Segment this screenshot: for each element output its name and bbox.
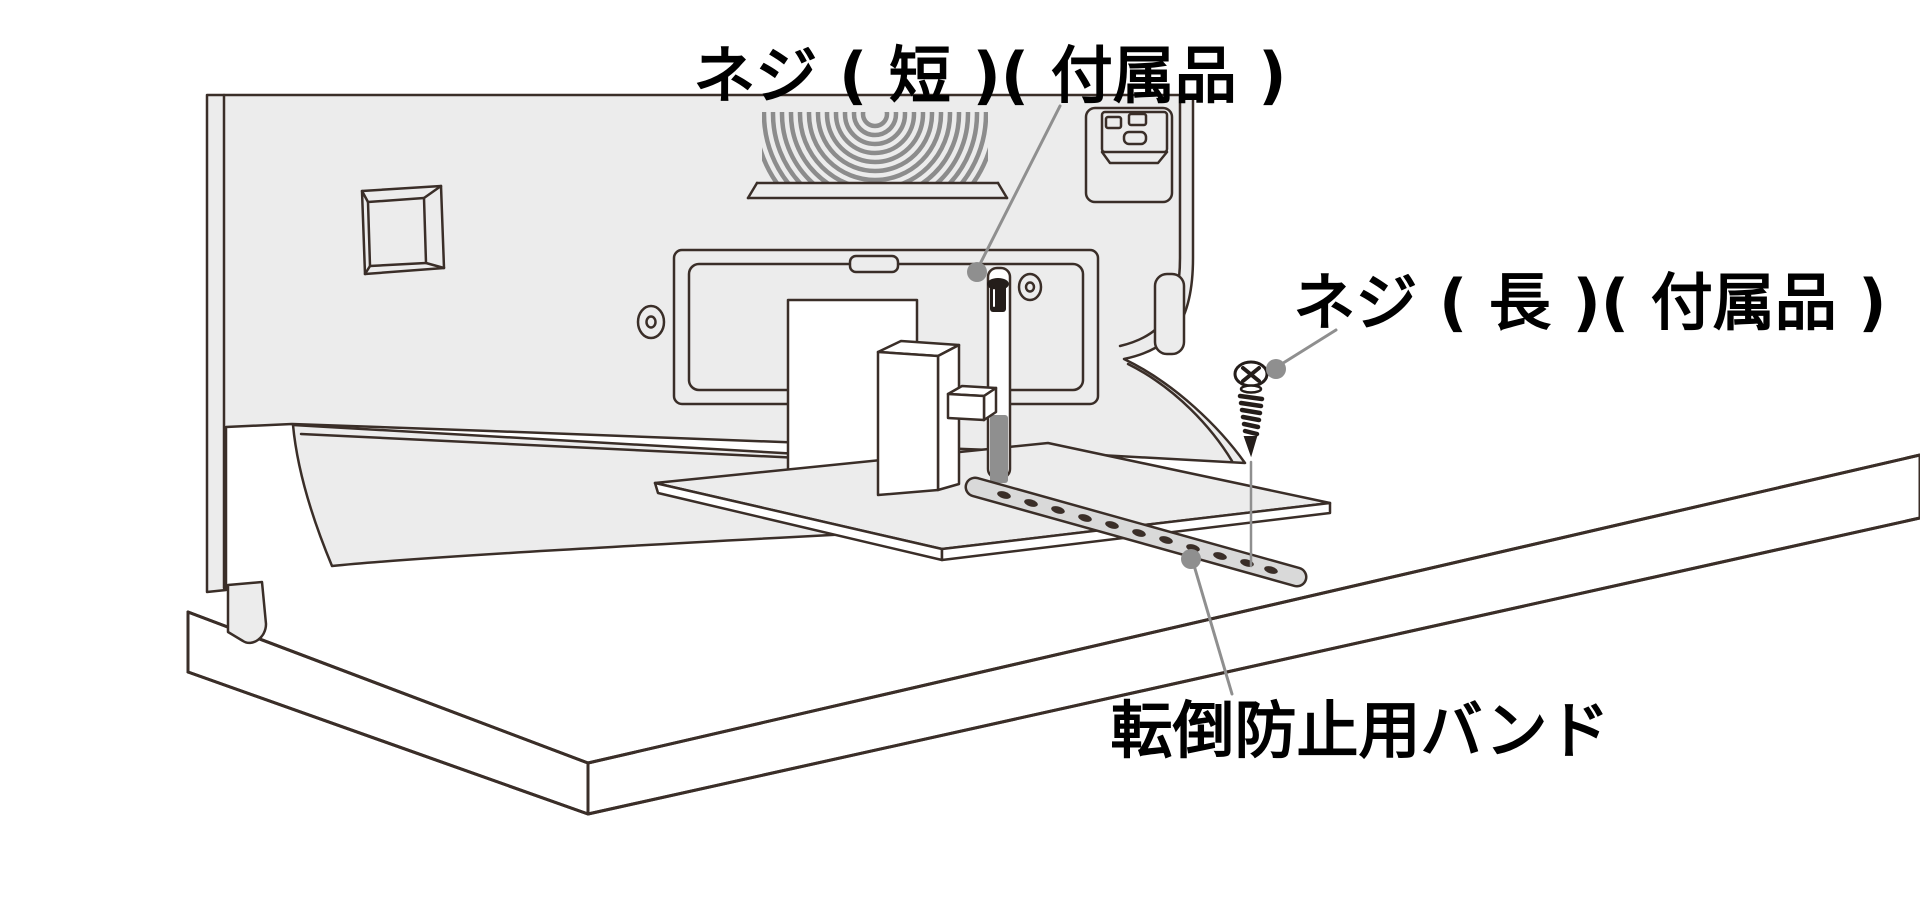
screw-boss-right (1017, 272, 1043, 302)
speaker-grille (762, 112, 988, 182)
table-top (186, 453, 1920, 816)
label-screw-short: ネジ ( 短 )( 付属品 ) (693, 39, 1286, 112)
tv-corner-curve-line (1126, 362, 1234, 463)
anti-tip-band (964, 476, 1308, 588)
right-side-tab (1153, 272, 1186, 356)
tv-left-foot (226, 580, 268, 645)
leader-dot-band (1181, 549, 1201, 569)
hanging-strap-shaded (990, 415, 1008, 483)
stand-neck (876, 339, 961, 497)
leader-dot-screw-short (967, 262, 987, 282)
vesa-square-recess (360, 184, 446, 276)
connector-bay (1084, 106, 1174, 204)
label-band: 転倒防止用バンド (1110, 694, 1609, 767)
tv-back-panel (205, 93, 1247, 594)
leader-lines (967, 104, 1338, 696)
recess-notch (848, 254, 900, 274)
long-screw-icon (1233, 360, 1269, 568)
phillips-cross-icon (1241, 366, 1261, 383)
port-icon (1104, 115, 1123, 130)
screw-boss-left (636, 304, 666, 340)
leader-screw-short (977, 104, 1062, 268)
port-icon (1122, 130, 1148, 146)
speaker-grille-frame (746, 181, 1009, 200)
label-screw-long: ネジ ( 長 )( 付属品 ) (1293, 266, 1886, 339)
port-icon (1127, 112, 1148, 127)
strap-bracket (946, 384, 998, 422)
leader-screw-long (1278, 328, 1338, 367)
tv-bottom-bezel (291, 423, 907, 568)
leader-band (1191, 560, 1234, 696)
leader-dot-screw-long (1266, 359, 1286, 379)
short-screw-icon (987, 278, 1009, 312)
